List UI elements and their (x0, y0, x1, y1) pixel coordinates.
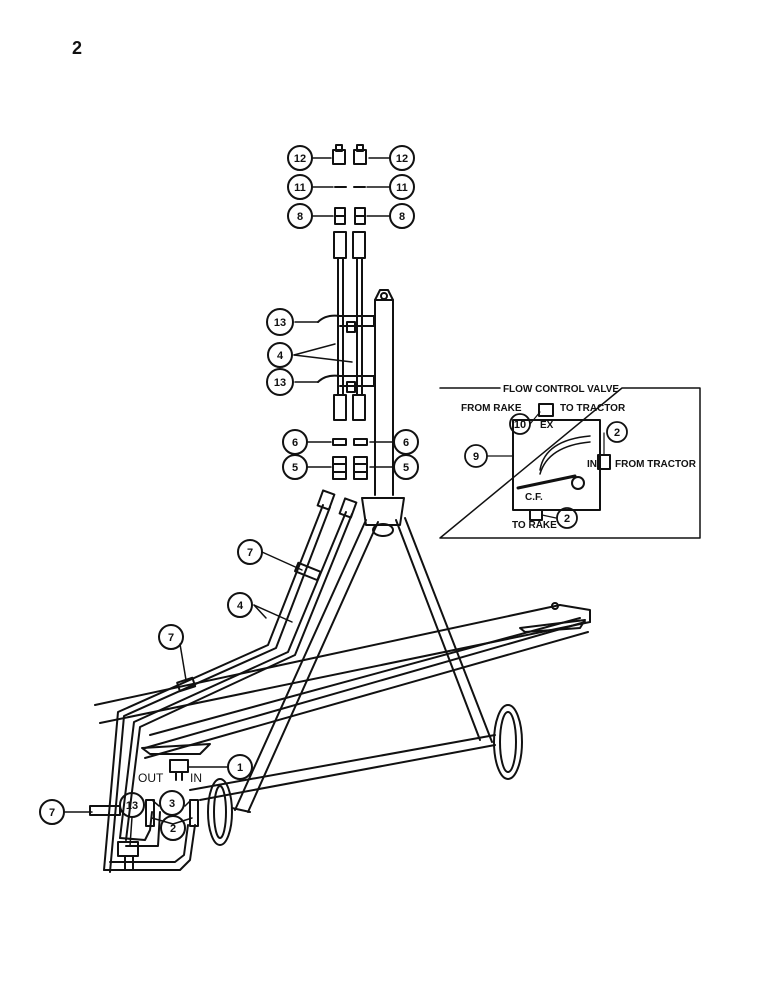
leader-lines (63, 157, 394, 847)
ex-label: EX (540, 420, 554, 431)
inset-title: FLOW CONTROL VALVE (503, 384, 619, 395)
cf-label: C.F. (525, 492, 543, 503)
callout-7: 7 (49, 807, 55, 819)
callout-8: 8 (297, 211, 303, 223)
hydraulic-lines (89, 231, 375, 873)
to-rake-label: TO RAKE (512, 520, 557, 531)
callout-circles (39, 145, 419, 841)
wheels (207, 704, 523, 846)
rake-frame (94, 602, 591, 801)
callout-13: 13 (274, 317, 286, 329)
callout-8: 8 (399, 211, 405, 223)
callout-7: 7 (168, 632, 174, 644)
callout-2: 2 (614, 427, 620, 439)
callout-6: 6 (292, 437, 298, 449)
callout-4: 4 (237, 600, 244, 612)
callout-2: 2 (170, 823, 176, 835)
callout-10: 10 (514, 419, 526, 431)
callout-6: 6 (403, 437, 409, 449)
callout-1: 1 (237, 762, 243, 774)
flow-control-valve-inset: FLOW CONTROL VALVE 10 9 2 (439, 384, 701, 539)
from-tractor-label: FROM TRACTOR (615, 459, 697, 470)
callout-7: 7 (247, 547, 253, 559)
callout-12: 12 (396, 153, 408, 165)
callout-13: 13 (274, 377, 286, 389)
callout-4: 4 (277, 350, 284, 362)
callout-2: 2 (564, 513, 570, 525)
in-label: IN (190, 771, 202, 785)
callout-12: 12 (294, 153, 306, 165)
callout-13: 13 (126, 800, 138, 812)
in-port-label: IN (587, 459, 597, 470)
callout-numbers: 12 12 11 11 8 8 13 4 13 6 6 5 5 7 4 7 1 … (49, 153, 409, 835)
from-rake-label: FROM RAKE (461, 403, 522, 414)
callout-5: 5 (292, 462, 298, 474)
exploded-fittings (332, 144, 368, 480)
out-label: OUT (138, 771, 164, 785)
callout-5: 5 (403, 462, 409, 474)
to-tractor-label: TO TRACTOR (560, 403, 626, 414)
callout-11: 11 (396, 182, 408, 194)
callout-3: 3 (169, 798, 175, 810)
callout-9: 9 (473, 451, 479, 463)
a-frame-hitch (231, 289, 493, 813)
callout-11: 11 (294, 182, 306, 194)
page-number: 2 (72, 38, 83, 58)
